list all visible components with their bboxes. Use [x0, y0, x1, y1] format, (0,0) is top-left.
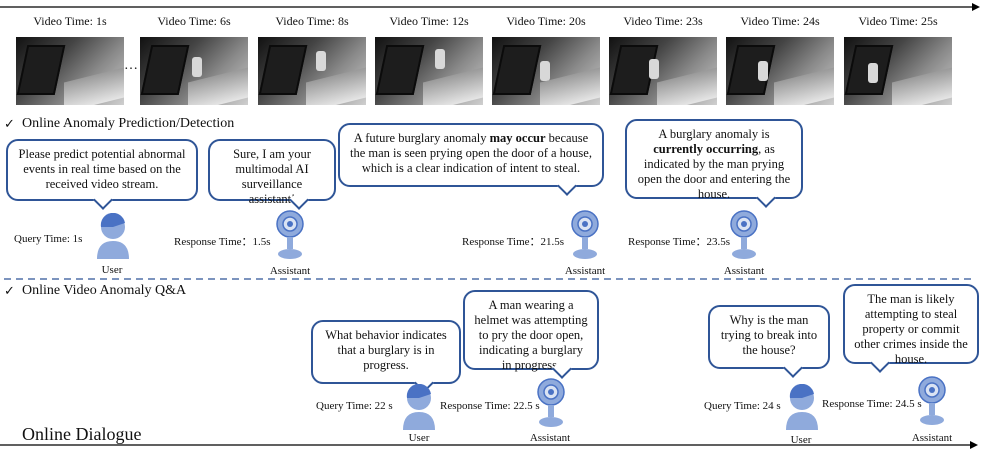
qa-answer-bubble: The man is likely attempting to steal pr… [843, 284, 979, 366]
user-role-label: User [408, 432, 430, 444]
timeline-arrow-bottom [0, 441, 978, 449]
video-frame [492, 37, 600, 105]
frame-label: Video Time: 24s [740, 14, 820, 28]
response-time-label: Response Time: 24.5 s [822, 398, 922, 410]
section-divider [4, 278, 976, 280]
frame-label: Video Time: 23s [623, 14, 703, 28]
video-frame [726, 37, 834, 105]
response-time-label: Response Time：1.5s [174, 236, 271, 248]
query-time-label: Query Time: 1s [14, 233, 83, 245]
frame-label: Video Time: 25s [858, 14, 938, 28]
user-query-bubble: Please predict potential abnormal events… [6, 139, 198, 201]
assistant-greeting-bubble: Sure, I am your multimodal AI surveillan… [208, 139, 336, 206]
qa-question-bubble: What behavior indicates that a burglary … [311, 320, 461, 384]
user-icon [97, 213, 129, 259]
qa-question-bubble: Why is the man trying to break into the … [708, 305, 830, 369]
assistant-role-label: Assistant [911, 432, 953, 444]
assistant-role-label: Assistant [269, 265, 311, 277]
detection-bubble: A burglary anomaly is currently occurrin… [625, 119, 803, 201]
frame-label: Video Time: 20s [506, 14, 586, 28]
video-frame [609, 37, 717, 105]
ellipsis: … [124, 58, 138, 73]
query-time-label: Query Time: 24 s [704, 400, 781, 412]
user-role-label: User [790, 434, 812, 446]
camera-assistant-icon [276, 210, 304, 259]
check-icon: ✓ [4, 283, 15, 298]
user-icon [403, 384, 435, 430]
video-frame [375, 37, 483, 105]
assistant-role-label: Assistant [564, 265, 606, 277]
response-time-label: Response Time：21.5s [462, 236, 565, 248]
section-title-anomaly-detection: Online Anomaly Prediction/Detection [22, 116, 235, 131]
response-time-label: Response Time: 22.5 s [440, 400, 540, 412]
timeline-arrow-top [0, 3, 980, 11]
response-time-label: Response Time：23.5s [628, 236, 731, 248]
frame-label: Video Time: 6s [157, 14, 231, 28]
assistant-role-label: Assistant [723, 265, 765, 277]
section-title-video-qa: Online Video Anomaly Q&A [22, 283, 187, 298]
camera-assistant-icon [730, 210, 758, 259]
video-frame [140, 37, 248, 105]
user-role-label: User [101, 264, 123, 276]
frame-label: Video Time: 1s [33, 14, 107, 28]
qa-answer-bubble: A man wearing a helmet was attempting to… [463, 290, 599, 372]
video-frame [844, 37, 952, 105]
check-icon: ✓ [4, 116, 15, 131]
frame-label: Video Time: 8s [275, 14, 349, 28]
query-time-label: Query Time: 22 s [316, 400, 393, 412]
frame-label: Video Time: 12s [389, 14, 469, 28]
footer-title: Online Dialogue [22, 424, 142, 444]
video-frame [16, 37, 124, 105]
camera-assistant-icon [571, 210, 599, 259]
prediction-bubble: A future burglary anomaly may occur beca… [338, 123, 604, 187]
camera-assistant-icon [537, 378, 565, 427]
video-frame [258, 37, 366, 105]
assistant-role-label: Assistant [529, 432, 571, 444]
user-icon [786, 384, 818, 430]
camera-assistant-icon [918, 376, 946, 425]
